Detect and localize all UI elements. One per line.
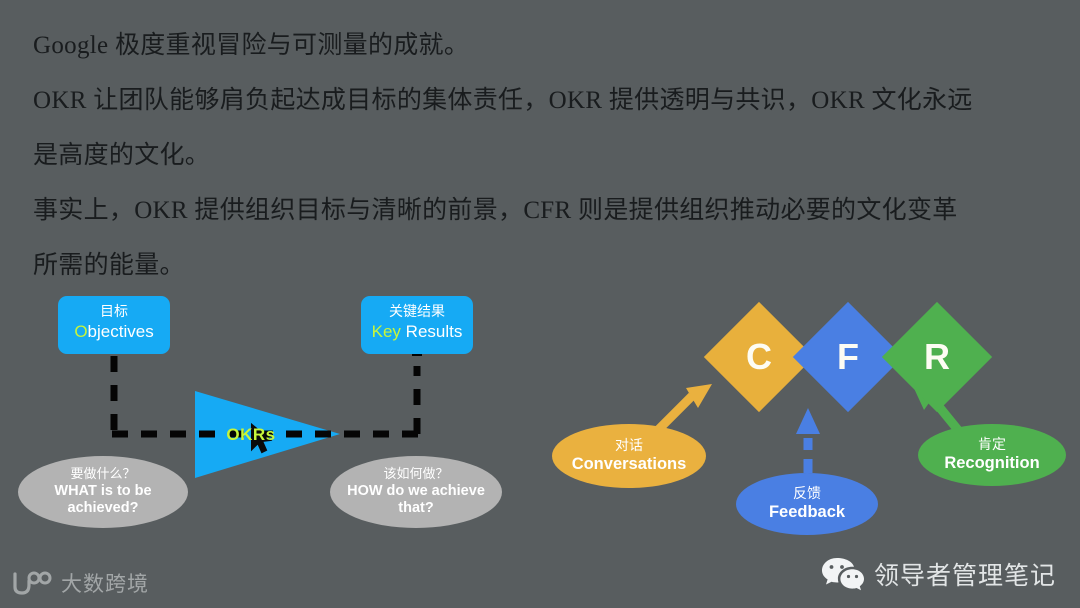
watermark-right: 领导者管理笔记 xyxy=(820,556,1056,592)
watermark-left-text: 大数跨境 xyxy=(61,572,149,596)
what-label-en-line1: WHAT is to be xyxy=(54,482,152,499)
recognition-ellipse[interactable]: 肯定 Recognition xyxy=(918,424,1066,486)
prose-line: 事实上，OKR 提供组织目标与清晰的前景，CFR 则是提供组织推动必要的文化变革 xyxy=(33,197,958,224)
feedback-ellipse[interactable]: 反馈 Feedback xyxy=(736,473,878,535)
how-label-en-line1: HOW do we achieve xyxy=(347,482,485,499)
what-ellipse[interactable]: 要做什么？ WHAT is to be achieved? xyxy=(18,456,188,528)
feedback-label-en: Feedback xyxy=(768,502,846,521)
feedback-label-cn: 反馈 xyxy=(793,486,821,503)
dashuquajing-logo-icon xyxy=(13,571,52,595)
how-label-en-line2: that? xyxy=(398,499,434,516)
okr-diagram: 目标 Objectives 关键结果 Key Results OKRs 要做什么… xyxy=(0,288,540,548)
prose-line: 是高度的文化。 xyxy=(33,142,211,169)
watermark-left: 大数跨境 xyxy=(12,568,149,598)
what-label-cn: 要做什么？ xyxy=(70,467,136,483)
key-results-label-en: Key Results xyxy=(371,321,463,341)
conversations-label-en: Conversations xyxy=(571,454,687,473)
okrs-label: OKRs xyxy=(226,425,276,444)
arrowhead-conversations xyxy=(686,384,712,408)
prose-line: 所需的能量。 xyxy=(33,252,185,279)
what-label-en-line2: achieved? xyxy=(67,499,139,516)
cfr-diagram: C F R 对话 Conversations 反馈 Feedback 肯定 Re… xyxy=(540,288,1080,558)
key-results-label-cn: 关键结果 xyxy=(389,303,445,319)
watermark-right-text: 领导者管理笔记 xyxy=(873,561,1056,590)
how-ellipse[interactable]: 该如何做？ HOW do we achieve that? xyxy=(330,456,502,528)
objectives-label-cn: 目标 xyxy=(100,303,128,319)
diamond-letter-r: R xyxy=(924,336,950,377)
recognition-label-en: Recognition xyxy=(944,453,1040,472)
prose-block: Google 极度重视冒险与可测量的成就。 OKR 让团队能够肩负起达成目标的集… xyxy=(33,18,1053,293)
conversations-ellipse[interactable]: 对话 Conversations xyxy=(552,424,706,488)
how-label-cn: 该如何做？ xyxy=(383,467,449,483)
wechat-icon xyxy=(821,558,864,591)
diamond-letter-f: F xyxy=(837,336,859,377)
diamond-letter-c: C xyxy=(746,336,772,377)
objectives-label-en: Objectives xyxy=(74,321,154,341)
prose-line: Google 极度重视冒险与可测量的成就。 xyxy=(33,32,470,59)
conversations-label-cn: 对话 xyxy=(615,438,643,455)
recognition-label-cn: 肯定 xyxy=(978,437,1006,454)
arrowhead-feedback xyxy=(796,408,820,434)
key-results-box[interactable]: 关键结果 Key Results xyxy=(361,296,473,354)
objectives-box[interactable]: 目标 Objectives xyxy=(58,296,170,354)
prose-line: OKR 让团队能够肩负起达成目标的集体责任，OKR 提供透明与共识，OKR 文化… xyxy=(33,87,973,114)
mouse-cursor-icon xyxy=(251,422,273,454)
arrow-shaft-conversations xyxy=(654,392,696,434)
